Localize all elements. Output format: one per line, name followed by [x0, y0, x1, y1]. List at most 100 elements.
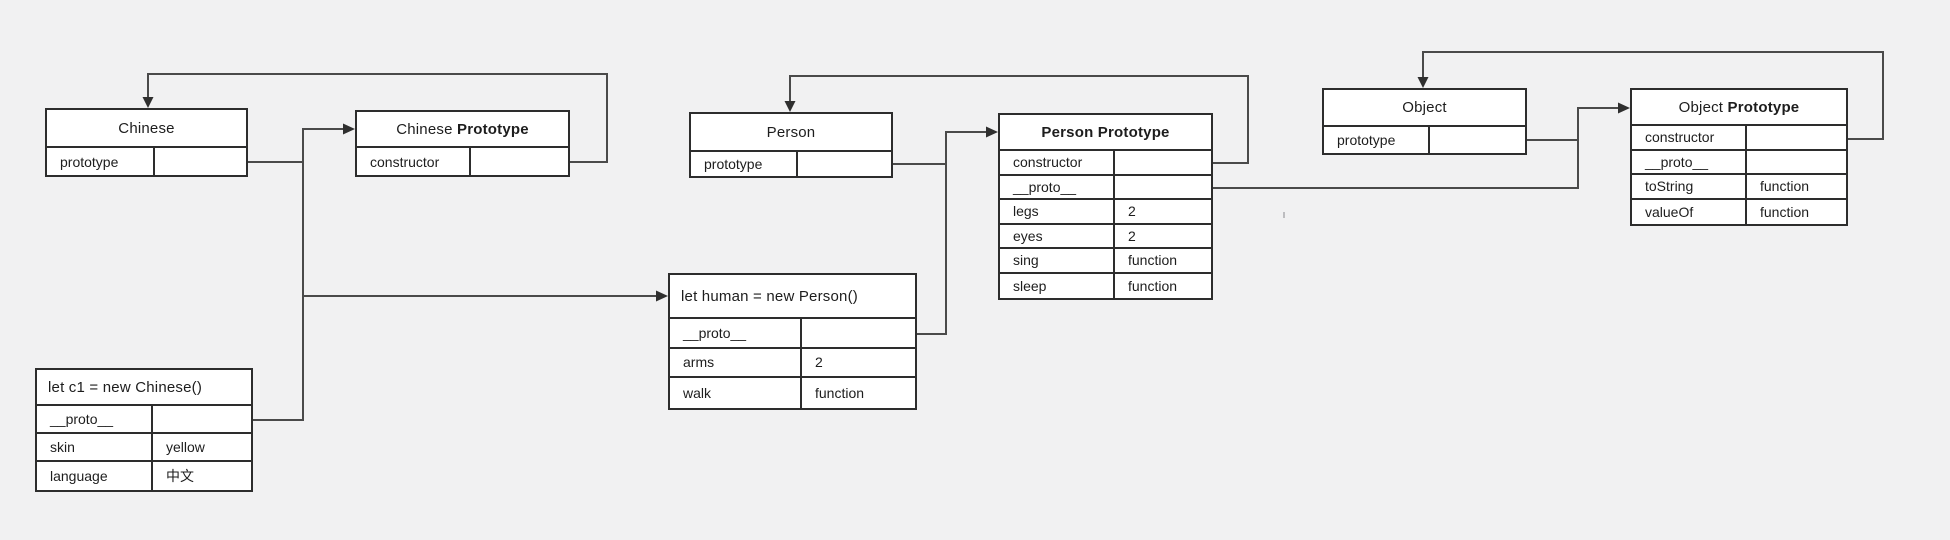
box-person-prototype: Person Prototype constructor __proto__ l… [998, 113, 1213, 300]
title-text: Chinese [118, 119, 175, 137]
box-object-prototype-title: Object Prototype [1632, 90, 1846, 126]
arrowhead-into-object-prototype [1618, 102, 1630, 114]
wire-object-constructor-loop [1422, 51, 1884, 140]
field-row-constructor: constructor [1632, 126, 1846, 151]
box-person: Person prototype [689, 112, 893, 178]
wire-chinese-constructor-loop [147, 73, 608, 163]
box-object-prototype: Object Prototype constructor __proto__ t… [1630, 88, 1848, 226]
field-key: arms [670, 348, 802, 376]
field-row-prototype: prototype [1324, 127, 1525, 153]
field-key: constructor [1632, 126, 1747, 149]
field-value [1115, 176, 1211, 199]
arrowhead-into-chinese-prototype [343, 123, 355, 135]
wire-c1-proto-to-chinese-prototype [253, 128, 344, 421]
box-human-instance-title: let human = new Person() [670, 275, 915, 319]
wire-person-constructor-loop [789, 75, 1249, 164]
field-row-proto: __proto__ [1000, 175, 1211, 200]
field-key: skin [37, 434, 153, 460]
field-row-arms: arms 2 [670, 348, 915, 378]
field-row-valueof: valueOf function [1632, 199, 1846, 224]
field-row-constructor: constructor [357, 148, 568, 175]
field-key: __proto__ [670, 319, 802, 347]
wire-personproto-proto-to-object-prototype [1213, 107, 1619, 189]
field-row-constructor: constructor [1000, 151, 1211, 176]
box-chinese-title: Chinese [47, 110, 246, 148]
title-text: Object [1678, 98, 1728, 116]
box-chinese-prototype-title: Chinese Prototype [357, 112, 568, 148]
field-value [802, 319, 915, 347]
field-value [1747, 126, 1846, 149]
field-value: 2 [1128, 203, 1136, 220]
field-key: constructor [357, 148, 471, 175]
field-value: 2 [815, 354, 823, 371]
field-key: walk [670, 378, 802, 408]
stray-mark [1283, 212, 1285, 218]
box-person-title: Person [691, 114, 891, 152]
field-key: valueOf [1632, 199, 1747, 224]
arrowhead-into-person-prototype [986, 126, 998, 138]
field-value [798, 152, 891, 176]
field-row-tostring: toString function [1632, 175, 1846, 200]
field-key: prototype [691, 152, 798, 176]
field-key: prototype [47, 148, 155, 175]
field-key: constructor [1000, 151, 1115, 174]
box-c1-instance-title: let c1 = new Chinese() [37, 370, 251, 406]
field-row-prototype: prototype [691, 152, 891, 176]
title-text: let c1 = new Chinese() [48, 378, 203, 396]
field-value: yellow [166, 439, 205, 455]
box-object: Object prototype [1322, 88, 1527, 155]
field-row-proto: __proto__ [1632, 150, 1846, 175]
field-value: function [815, 384, 865, 401]
field-row-language: language 中文 [37, 462, 251, 490]
field-value [1747, 151, 1846, 174]
box-c1-instance: let c1 = new Chinese() __proto__ skin ye… [35, 368, 253, 492]
field-key: sleep [1000, 273, 1115, 298]
field-row-sing: sing function [1000, 249, 1211, 274]
field-value: 2 [1128, 227, 1136, 244]
arrowhead-into-object [1417, 77, 1429, 88]
field-key: toString [1632, 175, 1747, 198]
box-chinese: Chinese prototype [45, 108, 248, 177]
title-text: Object [1402, 99, 1447, 116]
field-value [1115, 151, 1211, 174]
arrowhead-into-human-instance [656, 290, 668, 302]
title-text-bold: Prototype [1727, 98, 1800, 116]
box-person-prototype-title: Person Prototype [1000, 115, 1211, 151]
box-chinese-prototype: Chinese Prototype constructor [355, 110, 570, 177]
field-key: prototype [1324, 127, 1430, 153]
field-row-proto: __proto__ [670, 319, 915, 349]
field-row-prototype: prototype [47, 148, 246, 175]
arrowhead-into-chinese [142, 97, 154, 108]
field-row-sleep: sleep function [1000, 273, 1211, 298]
wire-human-proto-to-person-prototype [917, 131, 987, 335]
arrowhead-into-person [784, 101, 796, 112]
title-text: Chinese [396, 120, 457, 138]
field-key: eyes [1000, 224, 1115, 247]
field-value [1430, 127, 1525, 153]
title-text: let human = new Person() [681, 287, 858, 305]
field-row-walk: walk function [670, 378, 915, 408]
field-value [153, 406, 251, 432]
title-text-bold: Person Prototype [1041, 123, 1170, 141]
field-row-eyes: eyes 2 [1000, 224, 1211, 249]
box-human-instance: let human = new Person() __proto__ arms … [668, 273, 917, 410]
title-text: Person [766, 123, 816, 141]
field-key: __proto__ [1000, 175, 1115, 198]
title-text-bold: Prototype [457, 120, 529, 138]
field-row-proto: __proto__ [37, 406, 251, 434]
field-value: function [1760, 203, 1810, 220]
field-row-legs: legs 2 [1000, 200, 1211, 225]
field-key: __proto__ [37, 406, 153, 432]
field-value: function [1128, 277, 1178, 294]
field-value: function [1128, 252, 1178, 269]
field-value: 中文 [166, 468, 194, 484]
field-value: function [1760, 178, 1810, 195]
field-value [471, 148, 568, 175]
field-key: language [37, 462, 153, 490]
field-row-skin: skin yellow [37, 434, 251, 462]
field-key: legs [1000, 200, 1115, 223]
field-key: __proto__ [1632, 150, 1747, 173]
field-key: sing [1000, 249, 1115, 272]
